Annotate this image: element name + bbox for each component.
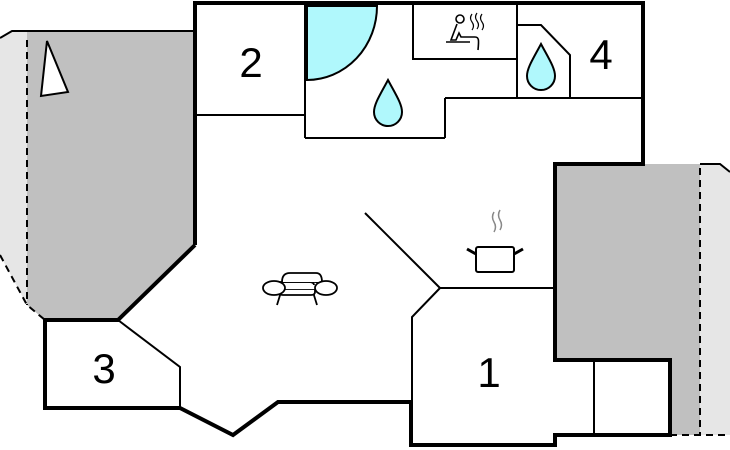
exterior-walls — [43, 1, 672, 447]
left-terrace — [0, 30, 195, 321]
water-drop-icon — [372, 77, 404, 127]
shower-icon — [306, 5, 379, 82]
room-label-2: 2 — [239, 39, 262, 86]
water-drop-icon — [525, 41, 557, 91]
sofa-icon — [262, 272, 338, 306]
room-label-3: 3 — [92, 345, 115, 392]
right-terrace — [555, 163, 730, 436]
interior-walls — [117, 3, 643, 435]
room-label-4: 4 — [589, 31, 612, 78]
cooking-pot-icon — [466, 209, 524, 273]
sauna-icon — [446, 12, 485, 51]
room-label-1: 1 — [477, 349, 500, 396]
compass-north-icon — [39, 40, 70, 98]
